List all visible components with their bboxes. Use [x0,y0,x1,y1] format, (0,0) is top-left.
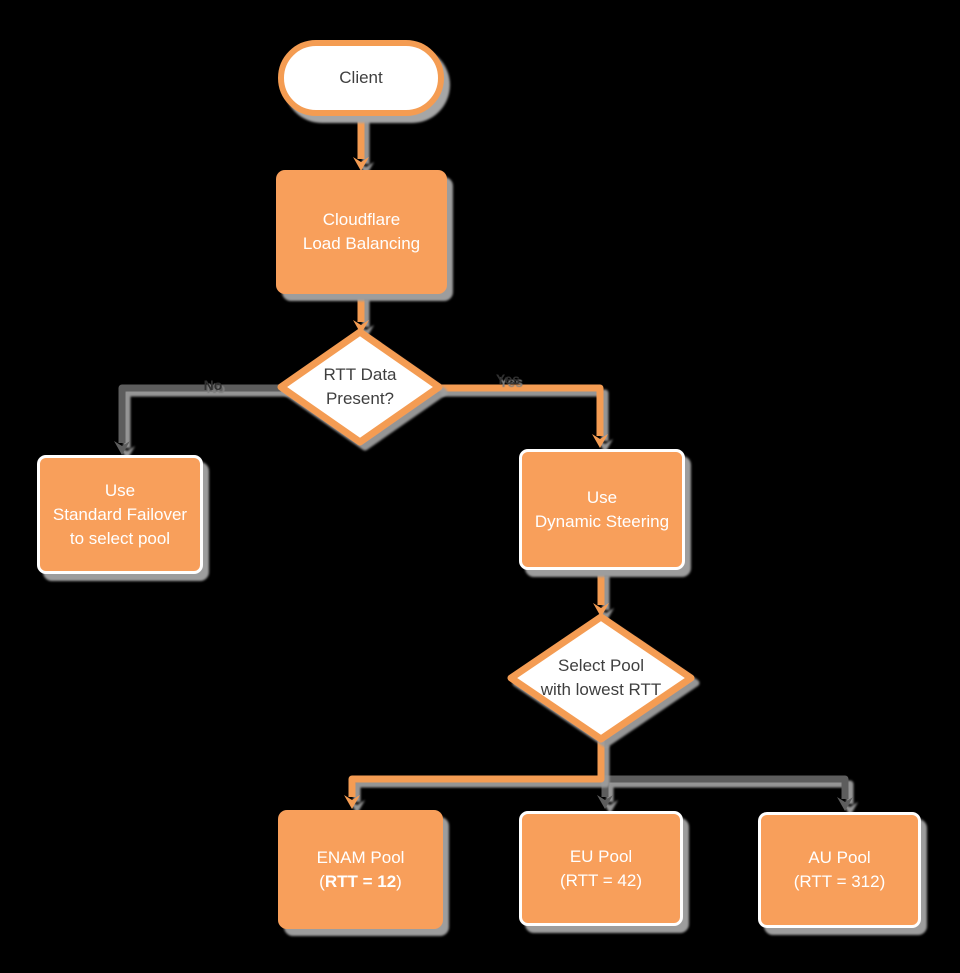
decision-label-line: with lowest RTT [540,680,662,699]
enam-rtt-close-paren: ) [396,871,402,891]
arrowhead-clb [353,157,369,171]
decision-label-line: Present? [325,389,395,408]
arrowhead-rtt-decision [353,320,369,334]
decision-rtt-data-present-shape [277,328,443,446]
node-label-line: (RTT = 312) [793,872,886,891]
edge-label-yes: Yes [495,371,521,387]
node-enam-pool: ENAM Pool (RTT = 12) [278,810,443,929]
node-label-line: AU Pool [808,848,871,867]
arrowhead-eu-pool [597,795,613,809]
enam-rtt-value: RTT = 12 [324,871,397,891]
node-label-line: (RTT = 12) [319,870,402,894]
decision-rtt-data-present-label: RTT Data Present? [280,360,440,414]
node-cloudflare-load-balancing: Cloudflare Load Balancing [276,170,447,294]
edge-select-pool-to-enam-pool [348,740,605,797]
arrowhead-enam-pool [344,795,360,809]
node-use-dynamic-steering: Use Dynamic Steering [519,449,685,570]
edge-rtt-decision-to-standard-failover [118,384,284,443]
arrowhead-standard-failover [114,441,130,455]
node-label-line: Load Balancing [302,234,421,253]
enam-rtt-open-paren: ( [319,871,325,891]
node-label-line: (RTT = 42) [559,870,643,890]
arrowhead-dynamic-steering [592,434,608,448]
edge-label-no: No [203,377,223,393]
arrowhead-au-pool [837,797,853,811]
node-client: Client [278,40,444,116]
node-label-line: to select pool [69,528,171,548]
node-client-label: Client [339,68,383,87]
node-label-line: EU Pool [569,846,633,866]
decision-select-pool-label: Select Pool with lowest RTT [506,651,696,705]
edge-rtt-decision-to-dynamic-steering [436,384,604,436]
edge-select-pool-to-au-pool [603,775,849,799]
decision-label-line: RTT Data [323,365,397,384]
node-label-line: Use [586,487,618,507]
node-label-line: Use [104,480,136,500]
arrowhead-select-pool [593,603,609,617]
node-label-line: Standard Failover [52,504,188,524]
decision-label-line: Select Pool [558,656,644,675]
node-label-line: ENAM Pool [316,847,405,867]
node-label-line: Cloudflare [322,210,401,229]
node-eu-pool: EU Pool (RTT = 42) [519,811,683,926]
node-use-standard-failover: Use Standard Failover to select pool [37,455,203,574]
decision-select-pool-shape [507,613,695,743]
node-label-line: Dynamic Steering [534,511,670,531]
node-au-pool: AU Pool (RTT = 312) [758,812,921,928]
